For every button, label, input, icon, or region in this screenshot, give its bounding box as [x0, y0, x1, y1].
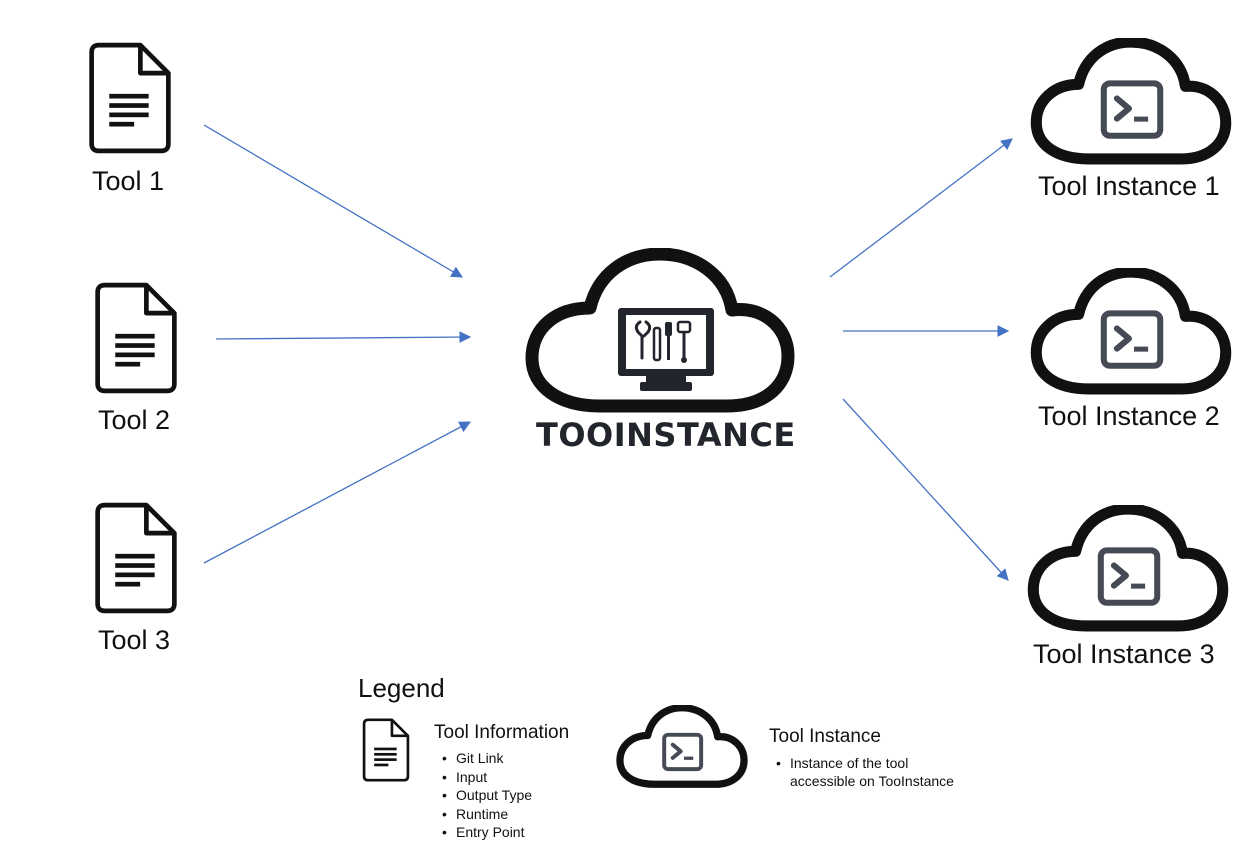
list-item: Git Link [442, 749, 532, 768]
arrow-tool1-to-center [203, 124, 464, 278]
document-icon [362, 718, 410, 782]
legend-desc-line-2: accessible on TooInstance [790, 773, 954, 789]
tool-1 [88, 42, 172, 154]
tool-3 [94, 502, 178, 614]
arrow-center-to-instance1 [829, 138, 1013, 278]
legend-tool-info-title: Tool Information [434, 722, 570, 743]
tool-instance-2 [1030, 268, 1232, 399]
cloud-terminal-icon [1027, 505, 1229, 636]
arrow-tool3-to-center [203, 421, 472, 564]
brand-wordmark: TOOINSTANCE [536, 416, 796, 454]
tool-instance-3-label: Tool Instance 3 [1033, 639, 1215, 669]
legend-desc-line-1: Instance of the tool [790, 755, 909, 771]
tool-3-label: Tool 3 [98, 625, 171, 655]
cloud-monitor-tools-icon [525, 247, 795, 413]
legend-title: Legend [358, 673, 445, 703]
tool-instance-3 [1027, 505, 1229, 636]
tool-instance-1-label: Tool Instance 1 [1038, 171, 1220, 201]
arrow-center-to-instance3 [842, 398, 1009, 581]
cloud-terminal-icon [1030, 268, 1232, 399]
legend-tool-instance-icon [616, 705, 748, 791]
legend-tool-info-list: Git Link Input Output Type Runtime Entry… [442, 749, 532, 842]
tool-2-label: Tool 2 [98, 405, 171, 435]
arrow-tool2-to-center [215, 331, 472, 343]
list-item: Input [442, 768, 532, 787]
tool-1-label: Tool 1 [92, 166, 165, 196]
document-icon [94, 282, 178, 394]
list-item: Entry Point [442, 823, 532, 842]
document-icon [94, 502, 178, 614]
cloud-terminal-icon [1030, 38, 1232, 169]
legend-tool-info-icon [362, 718, 410, 782]
tool-2 [94, 282, 178, 394]
cloud-terminal-icon [616, 705, 748, 791]
list-item: Output Type [442, 786, 532, 805]
document-icon [88, 42, 172, 154]
list-item: Runtime [442, 805, 532, 824]
legend-tool-instance-desc: •Instance of the tool accessible on TooI… [776, 755, 954, 789]
legend-tool-instance-title: Tool Instance [769, 726, 881, 747]
tool-instance-1 [1030, 38, 1232, 169]
tool-instance-2-label: Tool Instance 2 [1038, 401, 1220, 431]
tooinstance-hub [522, 247, 797, 418]
